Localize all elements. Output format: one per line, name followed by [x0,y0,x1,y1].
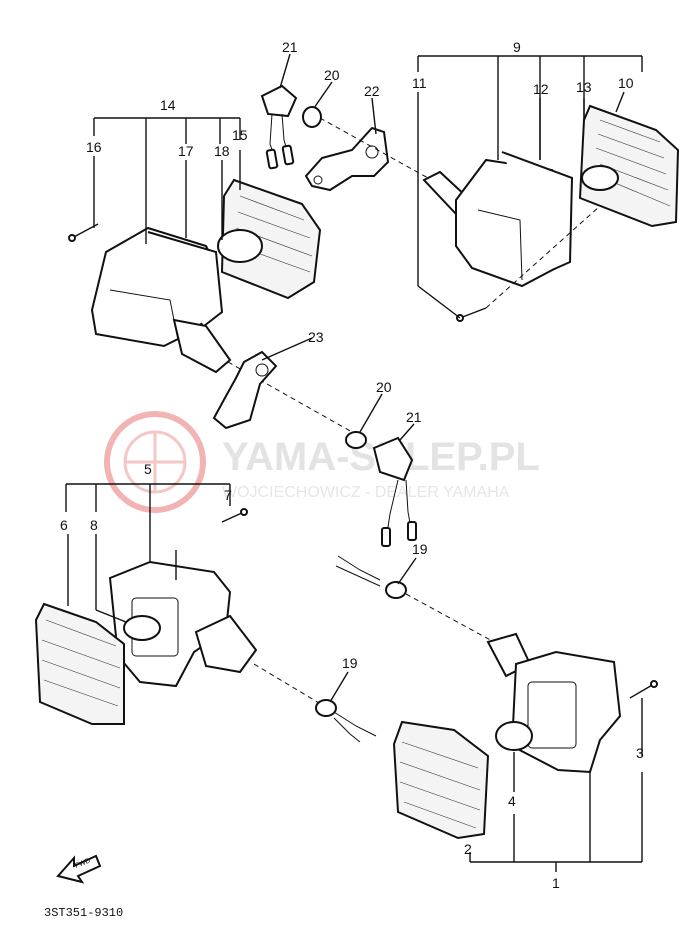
callout-13: 13 [576,79,592,95]
lens-15 [220,178,322,300]
front-left-turn-signal [34,508,377,743]
callout-8: 8 [90,517,98,533]
lens-2 [392,720,490,840]
grommet-19-lower-left [315,699,337,717]
part-code: 3ST351-9310 [44,906,123,920]
callout-1: 1 [552,875,560,891]
callout-22: 22 [364,83,380,99]
stem-14 [172,318,232,374]
grommet-19-lower-right [385,581,407,599]
callout-21-mid: 21 [406,409,422,425]
bulb-top-left [217,229,263,263]
callout-14: 14 [160,97,176,113]
callout-6: 6 [60,517,68,533]
callout-3: 3 [636,745,644,761]
stem-5 [194,614,258,674]
bracket-22 [304,126,390,192]
bulb-bottom-left [123,615,161,641]
yamaha-logo-icon [104,411,206,513]
watermark-subtitle: WOJCIECHOWICZ - DEALER YAMAHA [222,484,510,501]
callout-10: 10 [618,75,634,91]
lens-6 [34,602,125,725]
leader-lines [65,53,643,872]
callout-23: 23 [308,329,324,345]
bulb-bottom-right [495,721,533,751]
bulb-top-right [581,165,619,191]
callout-2: 2 [464,841,472,857]
callout-labels: 9 11 12 13 10 21 20 22 14 15 16 17 18 23… [60,39,644,891]
lens-10 [578,104,680,228]
bracket-23 [212,350,278,430]
callout-9: 9 [513,39,521,55]
callout-11: 11 [412,75,427,91]
callout-19-lower: 19 [342,655,358,671]
gasket-18 [147,231,224,327]
callout-17: 17 [178,143,194,159]
connector-21-top [260,84,298,170]
callout-12: 12 [533,81,549,97]
callout-5: 5 [144,461,152,477]
callout-19-upper: 19 [412,541,428,557]
gasket-13 [501,151,574,271]
grommet-20-mid [345,431,367,449]
front-direction-arrow-icon: FWD [56,854,102,884]
callout-20-top: 20 [324,67,340,83]
rear-right-turn-signal [260,84,680,322]
connector-21-mid [372,436,417,547]
callout-21-top: 21 [282,39,298,55]
front-right-turn-signal [335,555,658,840]
callout-16: 16 [86,139,102,155]
callout-7: 7 [224,487,232,503]
callout-18: 18 [214,143,230,159]
rear-left-turn-signal [68,178,417,547]
callout-4: 4 [508,793,516,809]
watermark: YAMA-SKLEP.PL WOJCIECHOWICZ - DEALER YAM… [104,411,540,513]
grommet-20-top [302,106,322,128]
callout-20-mid: 20 [376,379,392,395]
callout-15: 15 [232,127,248,143]
